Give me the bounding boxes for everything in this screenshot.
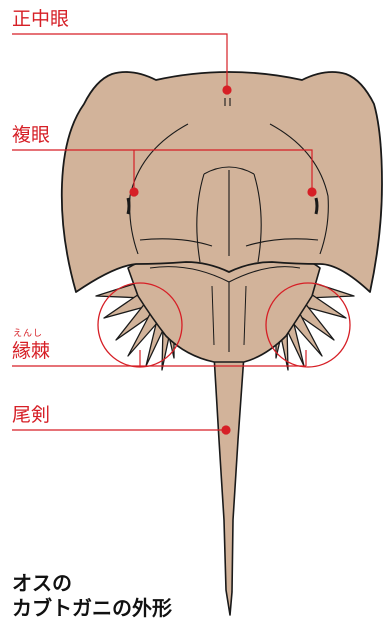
telson-dot [221, 425, 230, 434]
caption-line-2: カブトガニの外形 [12, 597, 172, 620]
carapace-shape [62, 72, 382, 292]
left-compound-eye-dot [129, 187, 138, 196]
label-median-eye: 正中眼 [12, 10, 69, 29]
median-eye-dot [222, 85, 231, 94]
left-compound-eye-mark [128, 198, 129, 214]
caption-line-1: オスの [12, 572, 72, 595]
right-compound-eye-dot [307, 187, 316, 196]
right-compound-eye-mark [316, 198, 317, 214]
label-marginal-spines: 縁棘 [12, 342, 50, 361]
label-compound-eye: 複眼 [12, 126, 50, 145]
label-spines-reading: えんし [13, 330, 43, 339]
telson-shape [214, 355, 244, 615]
label-telson: 尾剣 [12, 406, 50, 425]
